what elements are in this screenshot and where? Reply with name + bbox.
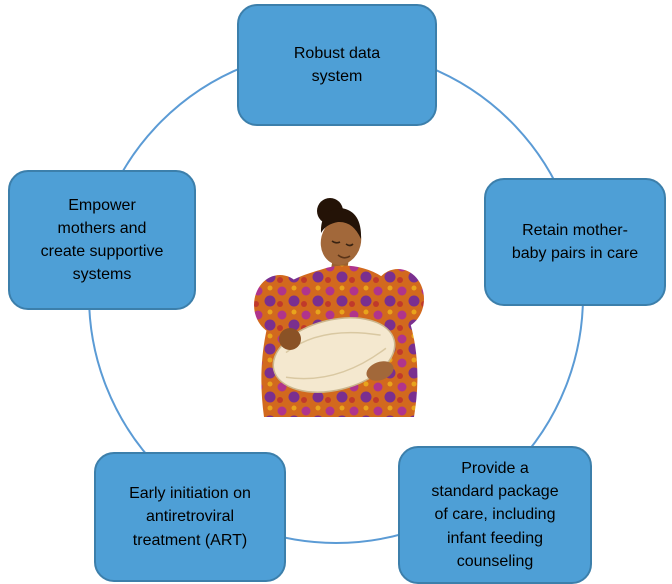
node-robust-data-system: Robust data system xyxy=(237,4,437,126)
node-label: Provide a standard package of care, incl… xyxy=(431,460,559,570)
node-standard-package-of-care: Provide a standard package of care, incl… xyxy=(398,446,592,584)
node-retain-mother-baby-pairs: Retain mother- baby pairs in care xyxy=(484,178,666,306)
mother-baby-illustration xyxy=(228,188,442,420)
node-early-art-initiation: Early initiation on antiretroviral treat… xyxy=(94,452,286,582)
node-label: Early initiation on antiretroviral treat… xyxy=(129,485,251,549)
node-label: Robust data system xyxy=(293,44,381,85)
node-label: Retain mother- baby pairs in care xyxy=(511,221,639,262)
node-label: Empower mothers and create supportive sy… xyxy=(40,196,164,284)
mother-baby-drawing xyxy=(228,189,442,419)
node-empower-mothers: Empower mothers and create supportive sy… xyxy=(8,170,196,310)
